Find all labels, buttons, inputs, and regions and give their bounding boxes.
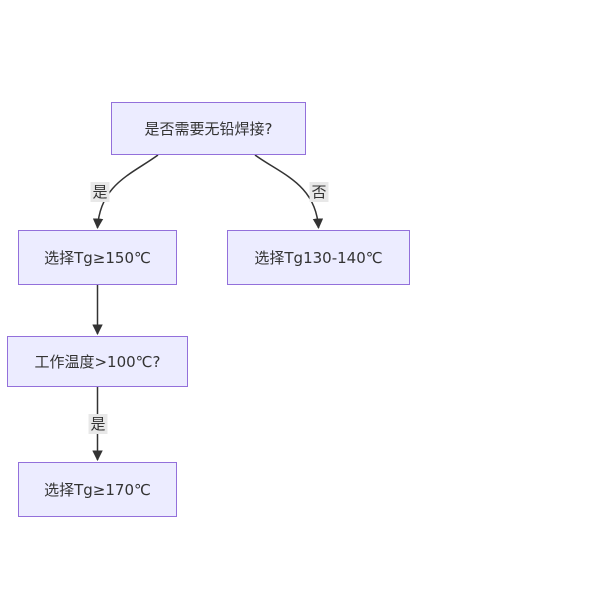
edge-question-to-tg130-140 <box>254 154 324 230</box>
node-choose-tg-150: 选择Tg≥150℃ <box>18 230 177 285</box>
node-label: 是否需要无铅焊接? <box>144 119 273 138</box>
edge-question-to-tg150 <box>92 154 159 230</box>
node-label: 工作温度>100℃? <box>34 352 161 371</box>
node-choose-tg-130-140: 选择Tg130-140℃ <box>227 230 410 285</box>
edge-label-no: 否 <box>309 182 329 202</box>
node-label: 选择Tg130-140℃ <box>254 248 383 267</box>
node-label: 选择Tg≥150℃ <box>44 248 151 267</box>
edge-label-yes-2: 是 <box>88 414 108 434</box>
node-question-lead-free-soldering: 是否需要无铅焊接? <box>111 102 306 155</box>
node-question-working-temp: 工作温度>100℃? <box>7 336 188 387</box>
node-label: 选择Tg≥170℃ <box>44 480 151 499</box>
edge-label-yes-1: 是 <box>90 182 110 202</box>
node-choose-tg-170: 选择Tg≥170℃ <box>18 462 177 517</box>
